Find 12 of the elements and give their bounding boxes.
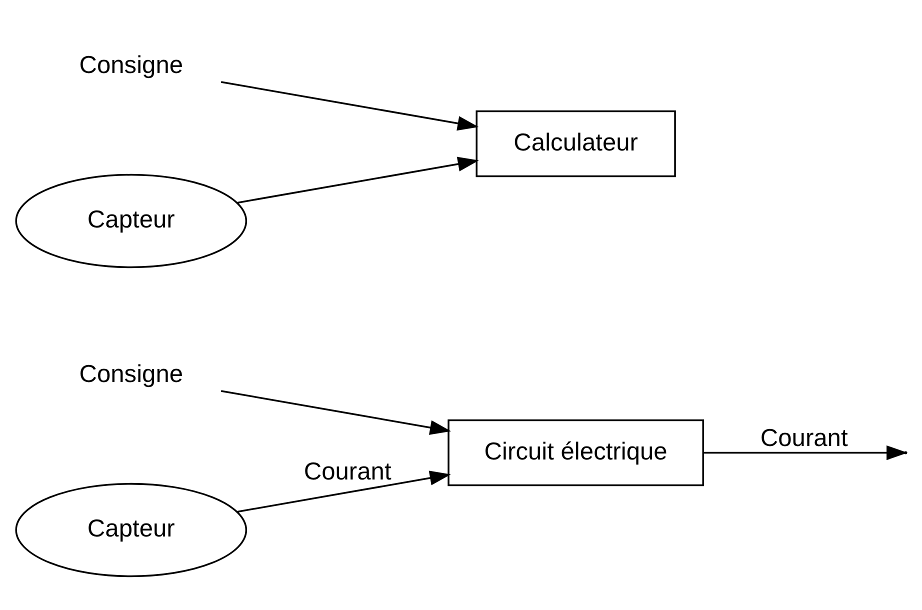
node-ellipse: Capteur: [15, 482, 248, 578]
node-text: Consigne: [79, 361, 184, 388]
node-box: Circuit électrique: [448, 419, 704, 486]
node-box: Calculateur: [476, 110, 676, 178]
arrow: [220, 81, 479, 131]
arrow: [237, 156, 479, 204]
edge-label: Courant: [760, 425, 848, 452]
arrow: [220, 390, 452, 435]
node-ellipse: Capteur: [15, 174, 248, 268]
edge-label: Courant: [304, 458, 392, 486]
node-text: Consigne: [79, 52, 184, 80]
arrow: [237, 470, 451, 513]
